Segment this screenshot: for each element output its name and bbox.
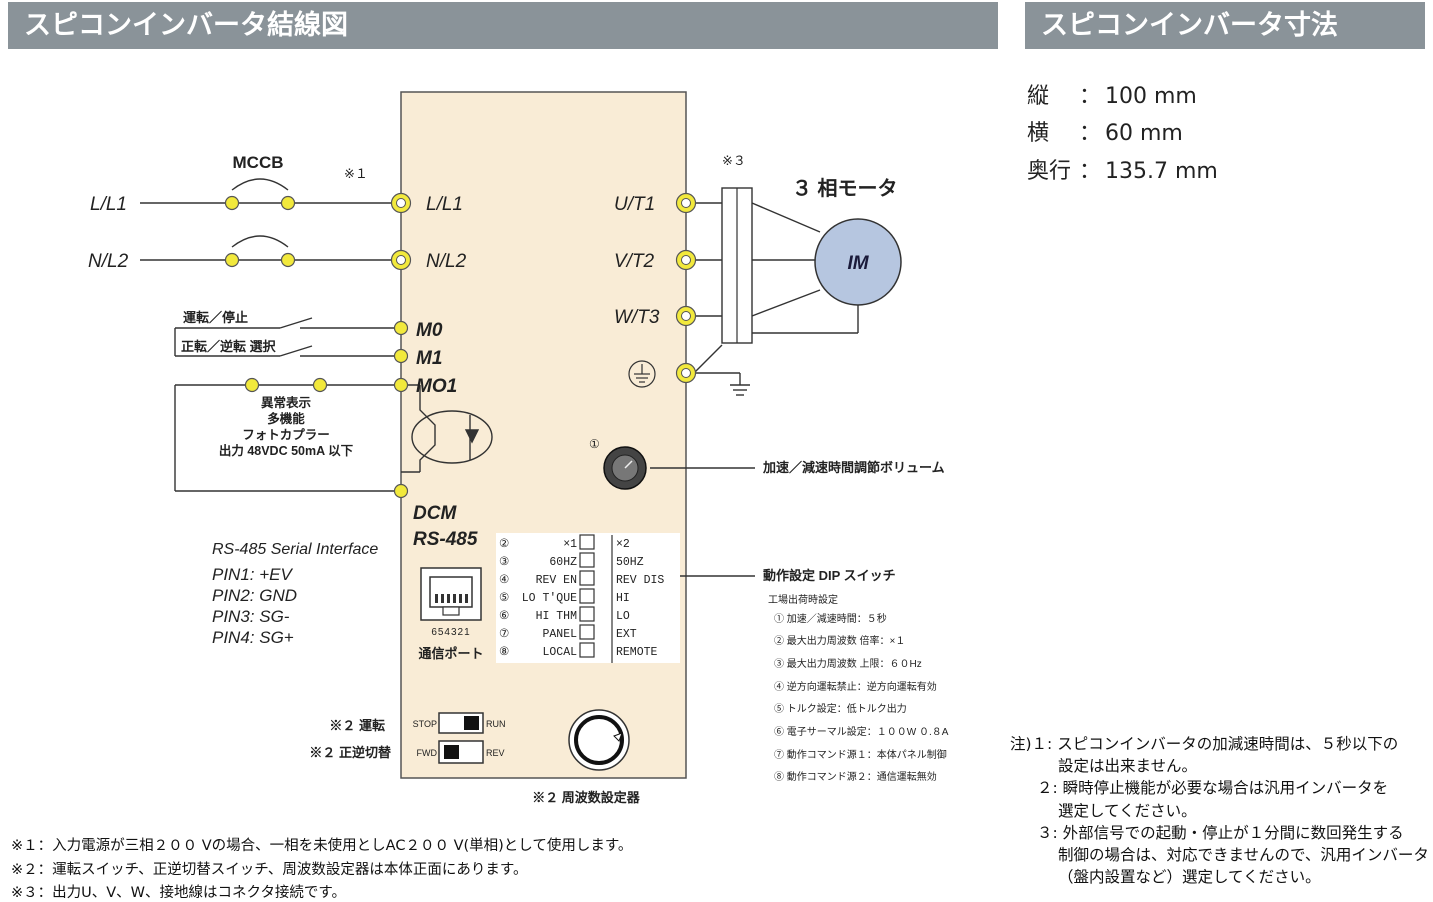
term-mo1-label: MO1 bbox=[416, 376, 457, 397]
dip-right-3: 50HZ bbox=[616, 556, 644, 569]
dip-left-7: PANEL bbox=[542, 628, 577, 641]
dip-num-2: ② bbox=[499, 538, 509, 551]
factory-row-8: ⑧ 動作コマンド源２：通信運転無効 bbox=[774, 770, 937, 783]
footnote-1: ※１：入力電源が三相２００ Vの場合、一相を未使用としAC２００ V(単相)とし… bbox=[11, 838, 633, 854]
term-n2-label: N/L2 bbox=[426, 251, 467, 272]
term-m0-label: M0 bbox=[416, 320, 443, 341]
volume-knob-icon bbox=[603, 446, 647, 490]
factory-title: 工場出荷時設定 bbox=[768, 593, 838, 606]
ext-l1-label: L/L1 bbox=[90, 194, 127, 215]
wiring-diagram-header: スピコンインバータ結線図 bbox=[8, 2, 998, 49]
factory-row-4: ④ 逆方向運転禁止：逆方向運転有効 bbox=[774, 680, 937, 693]
dip-title: 動作設定 DIP スイッチ bbox=[763, 568, 896, 583]
rs485-port-icon bbox=[420, 567, 482, 621]
dip-num-6: ⑥ bbox=[499, 610, 509, 623]
dip-left-3: 60HZ bbox=[549, 556, 577, 569]
dip-right-6: LO bbox=[616, 610, 630, 623]
fault-line-4: 出力 48VDC 50mA 以下 bbox=[219, 443, 354, 458]
fault-line-3: フォトカプラー bbox=[242, 427, 330, 442]
footnote-2: ※２：運転スイッチ、正逆切替スイッチ、周波数設定器は本体正面にあります。 bbox=[11, 862, 528, 878]
motor-label: IM bbox=[847, 253, 869, 274]
motor-title: ３ 相モータ bbox=[792, 176, 898, 200]
volume-label: 加速／減速時間調節ボリューム bbox=[762, 460, 945, 475]
out-u-label: U/T1 bbox=[614, 194, 655, 215]
dip-right-4: REV DIS bbox=[616, 574, 664, 587]
footnote-3: ※３：出力U、V、W、接地線はコネクタ接続です。 bbox=[11, 885, 346, 901]
note3-mark: ※３ bbox=[722, 153, 746, 168]
dip-num-7: ⑦ bbox=[499, 628, 509, 641]
dip-right-5: HI bbox=[616, 592, 630, 605]
dim-depth: 奥行：135.7 mm bbox=[1027, 159, 1218, 184]
rs485-pin-2: PIN2: GND bbox=[212, 586, 297, 605]
factory-row-1: ① 加速／減速時間：５秒 bbox=[774, 612, 887, 625]
dip-right-2: ×2 bbox=[616, 538, 630, 551]
run-stop-label: 運転／停止 bbox=[183, 310, 248, 325]
dip-right-7: EXT bbox=[616, 628, 637, 641]
note-1a: 注)１: スピコンインバータの加減速時間は、５秒以下の bbox=[1010, 735, 1399, 753]
fault-line-2: 多機能 bbox=[267, 411, 305, 426]
run-switch-label: ※２ 運転 bbox=[329, 718, 385, 733]
ext-n2-label: N/L2 bbox=[88, 251, 129, 272]
inverter-body bbox=[400, 91, 687, 779]
dip-num-3: ③ bbox=[499, 556, 509, 569]
dip-left-5: LO T'QUE bbox=[522, 592, 577, 605]
fwd-label: FWD bbox=[417, 748, 438, 758]
dip-num-8: ⑧ bbox=[499, 646, 509, 659]
port-label: 通信ポート bbox=[418, 646, 483, 661]
frequency-dial-icon bbox=[568, 709, 630, 771]
dim-width: 横：60 mm bbox=[1027, 121, 1183, 146]
ground-icon bbox=[628, 360, 656, 388]
term-rs485-label: RS-485 bbox=[413, 529, 478, 550]
rs485-pin-4: PIN4: SG+ bbox=[212, 628, 294, 647]
dip-num-4: ④ bbox=[499, 574, 509, 587]
stop-label: STOP bbox=[413, 719, 437, 729]
run-label: RUN bbox=[486, 719, 506, 729]
factory-row-6: ⑥ 電子サーマル設定：１００W ０.８A bbox=[774, 725, 949, 738]
dip-left-2: ×1 bbox=[563, 538, 577, 551]
note-3a: ３: 外部信号での起動・停止が１分間に数回発生する bbox=[1037, 823, 1404, 842]
volume-mark: ① bbox=[589, 437, 600, 451]
out-w-label: W/T3 bbox=[614, 307, 660, 328]
dim-height: 縦：100 mm bbox=[1027, 84, 1197, 109]
factory-row-7: ⑦ 動作コマンド源１：本体パネル制御 bbox=[774, 748, 947, 761]
dip-left-4: REV EN bbox=[536, 574, 577, 587]
fault-line-1: 異常表示 bbox=[261, 395, 312, 410]
rs485-pin-1: PIN1: +EV bbox=[212, 565, 294, 584]
term-m1-label: M1 bbox=[416, 348, 442, 369]
wiring-diagram: MCCB ※１ ※３ L/L1 N/L2 L/L1 N/L2 M0 M1 MO1… bbox=[88, 91, 949, 805]
dip-left-8: LOCAL bbox=[542, 646, 577, 659]
factory-row-5: ⑤ トルク設定：低トルク出力 bbox=[774, 702, 907, 715]
rs485-pin-3: PIN3: SG- bbox=[212, 607, 290, 626]
term-dcm-label: DCM bbox=[413, 503, 457, 524]
rs485-title: RS-485 Serial Interface bbox=[212, 541, 378, 558]
dip-left-6: HI THM bbox=[536, 610, 578, 623]
fwd-rev-label: 正転／逆転 選択 bbox=[181, 339, 277, 354]
notes-block: 注)１: スピコンインバータの加減速時間は、５秒以下の 設定は出来ません。 ２:… bbox=[1010, 733, 1429, 888]
dip-num-5: ⑤ bbox=[499, 592, 509, 605]
out-v-label: V/T2 bbox=[614, 251, 655, 272]
rev-label: REV bbox=[486, 748, 505, 758]
note1-mark: ※１ bbox=[344, 166, 368, 181]
motor-icon bbox=[814, 218, 902, 306]
factory-row-2: ② 最大出力周波数 倍率：×１ bbox=[774, 634, 905, 647]
note-3c: （盤内設置など）選定してください。 bbox=[1058, 868, 1321, 887]
note-2a: ２: 瞬時停止機能が必要な場合は汎用インバータを bbox=[1037, 779, 1389, 798]
dip-right-8: REMOTE bbox=[616, 646, 658, 659]
run-switch-icon bbox=[438, 712, 484, 734]
port-pins-label: 654321 bbox=[431, 627, 470, 638]
freq-label: ※２ 周波数設定器 bbox=[532, 790, 641, 805]
term-l1-label: L/L1 bbox=[426, 194, 463, 215]
dir-switch-label: ※２ 正逆切替 bbox=[309, 745, 392, 760]
factory-row-3: ③ 最大出力周波数 上限：６０Hz bbox=[774, 657, 922, 670]
mccb-label: MCCB bbox=[233, 153, 284, 172]
dimensions-header: スピコンインバータ寸法 bbox=[1025, 2, 1425, 49]
note-1b: 設定は出来ません。 bbox=[1058, 757, 1198, 776]
direction-switch-icon bbox=[438, 740, 484, 764]
note-2b: 選定してください。 bbox=[1058, 801, 1197, 820]
note-3b: 制御の場合は、対応できませんので、汎用インバータ bbox=[1058, 846, 1429, 865]
